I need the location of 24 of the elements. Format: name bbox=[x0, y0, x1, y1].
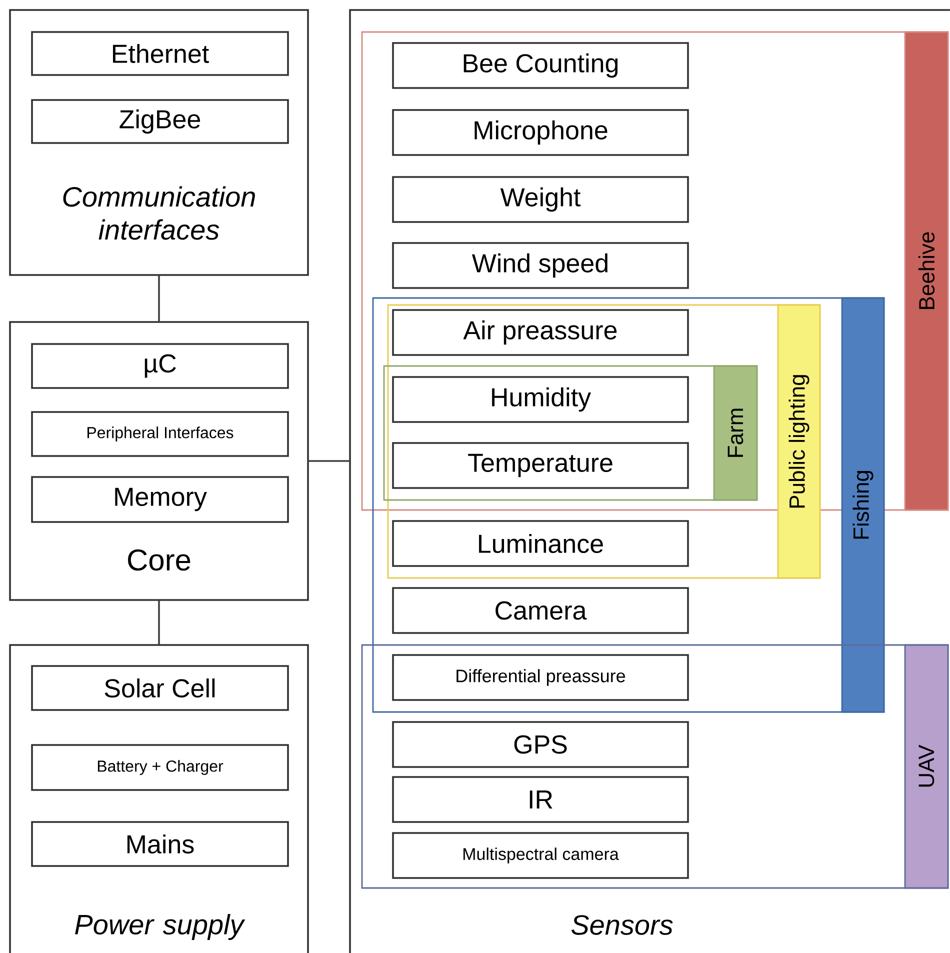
component-box: Ethernet bbox=[31, 31, 289, 76]
component-box: Weight bbox=[392, 176, 689, 223]
component-box: Solar Cell bbox=[31, 665, 289, 711]
component-box: Multispectral camera bbox=[392, 832, 689, 879]
component-box: Peripheral Interfaces bbox=[31, 411, 289, 457]
component-box: Camera bbox=[392, 587, 689, 634]
component-box: GPS bbox=[392, 721, 689, 768]
component-box: Air preassure bbox=[392, 309, 689, 356]
component-box: Microphone bbox=[392, 109, 689, 156]
component-box: µC bbox=[31, 343, 289, 389]
component-box: Battery + Charger bbox=[31, 744, 289, 791]
component-box: Differential preassure bbox=[392, 654, 689, 701]
connector-line bbox=[158, 600, 160, 645]
component-box: Wind speed bbox=[392, 242, 689, 289]
connector-line bbox=[158, 275, 160, 322]
component-box: Humidity bbox=[392, 376, 689, 423]
connector-line bbox=[308, 460, 350, 462]
component-box: ZigBee bbox=[31, 99, 289, 144]
component-box: Mains bbox=[31, 821, 289, 867]
component-box: Temperature bbox=[392, 442, 689, 489]
component-box: IR bbox=[392, 776, 689, 823]
component-box: Bee Counting bbox=[392, 42, 689, 89]
component-box: Luminance bbox=[392, 520, 689, 567]
component-box: Memory bbox=[31, 476, 289, 523]
